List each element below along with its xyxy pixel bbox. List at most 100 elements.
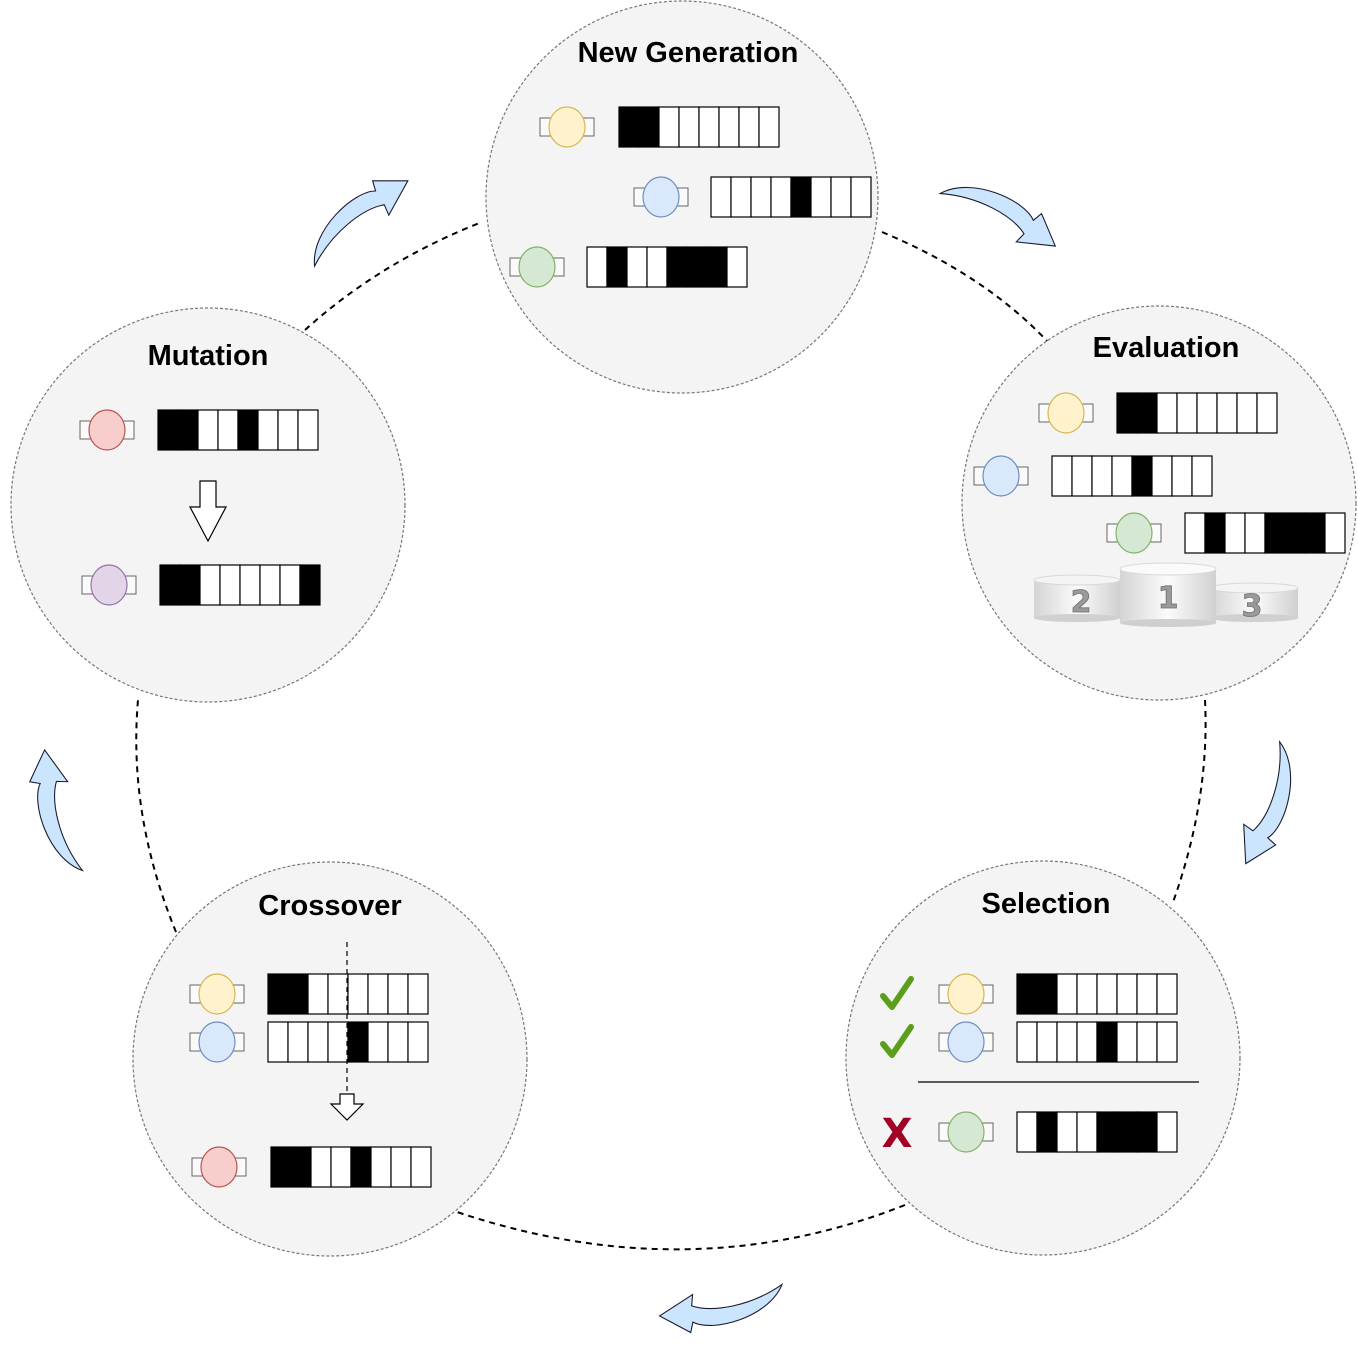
podium-label-1: 1 xyxy=(1158,581,1179,616)
gene-cell xyxy=(259,564,281,606)
robot-icon xyxy=(938,1021,994,1063)
gene-cell xyxy=(710,176,732,218)
down-arrow-icon xyxy=(329,1093,365,1121)
chromosome xyxy=(157,409,319,451)
gene-cell xyxy=(1076,1111,1098,1153)
connector-crossover-mutation xyxy=(135,699,177,933)
podium-place-2 xyxy=(1033,574,1121,622)
gene-cell xyxy=(197,409,219,451)
robot-head xyxy=(947,1021,985,1063)
gene-cell xyxy=(257,409,279,451)
gene-cell xyxy=(287,1021,309,1063)
gene-cell xyxy=(1096,973,1118,1015)
curved-arrow-icon xyxy=(314,180,409,269)
chromosome xyxy=(270,1146,432,1188)
chromosome xyxy=(159,564,321,606)
gene-cell xyxy=(790,176,812,218)
curved-arrow-icon xyxy=(1243,739,1292,865)
gene-cell xyxy=(830,176,852,218)
gene-cell xyxy=(1151,455,1173,497)
gene-cell xyxy=(1096,1021,1118,1063)
gene-cell xyxy=(157,409,179,451)
gene-cell xyxy=(678,106,700,148)
gene-cell xyxy=(726,246,748,288)
gene-cell xyxy=(1236,392,1258,434)
gene-cell xyxy=(310,1146,332,1188)
gene-cell xyxy=(686,246,708,288)
gene-cell xyxy=(1076,973,1098,1015)
connector-mutation-generation xyxy=(304,221,483,331)
robot-icon xyxy=(1106,512,1162,554)
gene-cell xyxy=(1116,392,1138,434)
gene-cell xyxy=(638,106,660,148)
individuals-layer: X xyxy=(79,106,1346,1188)
gene-cell xyxy=(1136,973,1158,1015)
chromosome xyxy=(710,176,872,218)
gene-cell xyxy=(1136,1111,1158,1153)
gene-cell xyxy=(1016,1111,1038,1153)
robot-icon xyxy=(191,1146,247,1188)
gene-cell xyxy=(646,246,668,288)
robot-head xyxy=(198,973,236,1015)
chromosome xyxy=(267,973,429,1015)
gene-cell xyxy=(1096,1111,1118,1153)
robot-icon xyxy=(973,455,1029,497)
gene-cell xyxy=(810,176,832,218)
gene-cell xyxy=(239,564,261,606)
down-arrow-icon xyxy=(189,480,227,543)
gene-cell xyxy=(179,564,201,606)
check-stroke xyxy=(880,1024,914,1058)
check-icon xyxy=(880,1024,914,1058)
gene-cell xyxy=(1056,1111,1078,1153)
curved-arrow-icon xyxy=(938,187,1057,247)
robot-head xyxy=(90,564,128,606)
robot-head xyxy=(642,176,680,218)
selection-title: Selection xyxy=(982,888,1111,920)
gene-cell xyxy=(1136,1021,1158,1063)
chromosome xyxy=(1016,1111,1178,1153)
robot-head xyxy=(548,106,586,148)
gene-cell xyxy=(770,176,792,218)
gene-cell xyxy=(666,246,688,288)
gene-cell xyxy=(219,564,241,606)
robot-head xyxy=(518,246,556,288)
stage-evaluation xyxy=(961,305,1357,701)
robot-head xyxy=(198,1021,236,1063)
chromosome xyxy=(1016,973,1178,1015)
gene-cell xyxy=(1184,512,1206,554)
gene-cell xyxy=(237,409,259,451)
gene-cell xyxy=(758,106,780,148)
gene-cell xyxy=(730,176,752,218)
curved-arrow-icon xyxy=(658,1282,784,1334)
gene-cell xyxy=(1216,392,1238,434)
gene-cell xyxy=(217,409,239,451)
stage-titles: New Generation Evaluation Selection Cros… xyxy=(148,37,1240,922)
gene-cell xyxy=(387,973,409,1015)
gene-cell xyxy=(1171,455,1193,497)
gene-cell xyxy=(1016,1021,1038,1063)
gene-cell xyxy=(279,564,301,606)
flow-arrows xyxy=(28,180,1292,1334)
podium-icon: 2 1 3 xyxy=(1033,562,1299,627)
gene-cell xyxy=(1136,392,1158,434)
gene-cell xyxy=(327,1021,349,1063)
robot-head xyxy=(200,1146,238,1188)
gene-cell xyxy=(1116,1111,1138,1153)
gene-cell xyxy=(347,1021,369,1063)
gene-cell xyxy=(297,409,319,451)
gene-cell xyxy=(1056,973,1078,1015)
robot-head xyxy=(1115,512,1153,554)
crossover-title: Crossover xyxy=(258,890,401,922)
chromosome xyxy=(1016,1021,1178,1063)
robot-icon xyxy=(189,1021,245,1063)
gene-cell xyxy=(850,176,872,218)
gene-cell xyxy=(199,564,221,606)
chromosome xyxy=(618,106,780,148)
gene-cell xyxy=(1256,392,1278,434)
gene-cell xyxy=(658,106,680,148)
robot-icon xyxy=(1038,392,1094,434)
check-stroke xyxy=(880,976,914,1010)
gene-cell xyxy=(1196,392,1218,434)
